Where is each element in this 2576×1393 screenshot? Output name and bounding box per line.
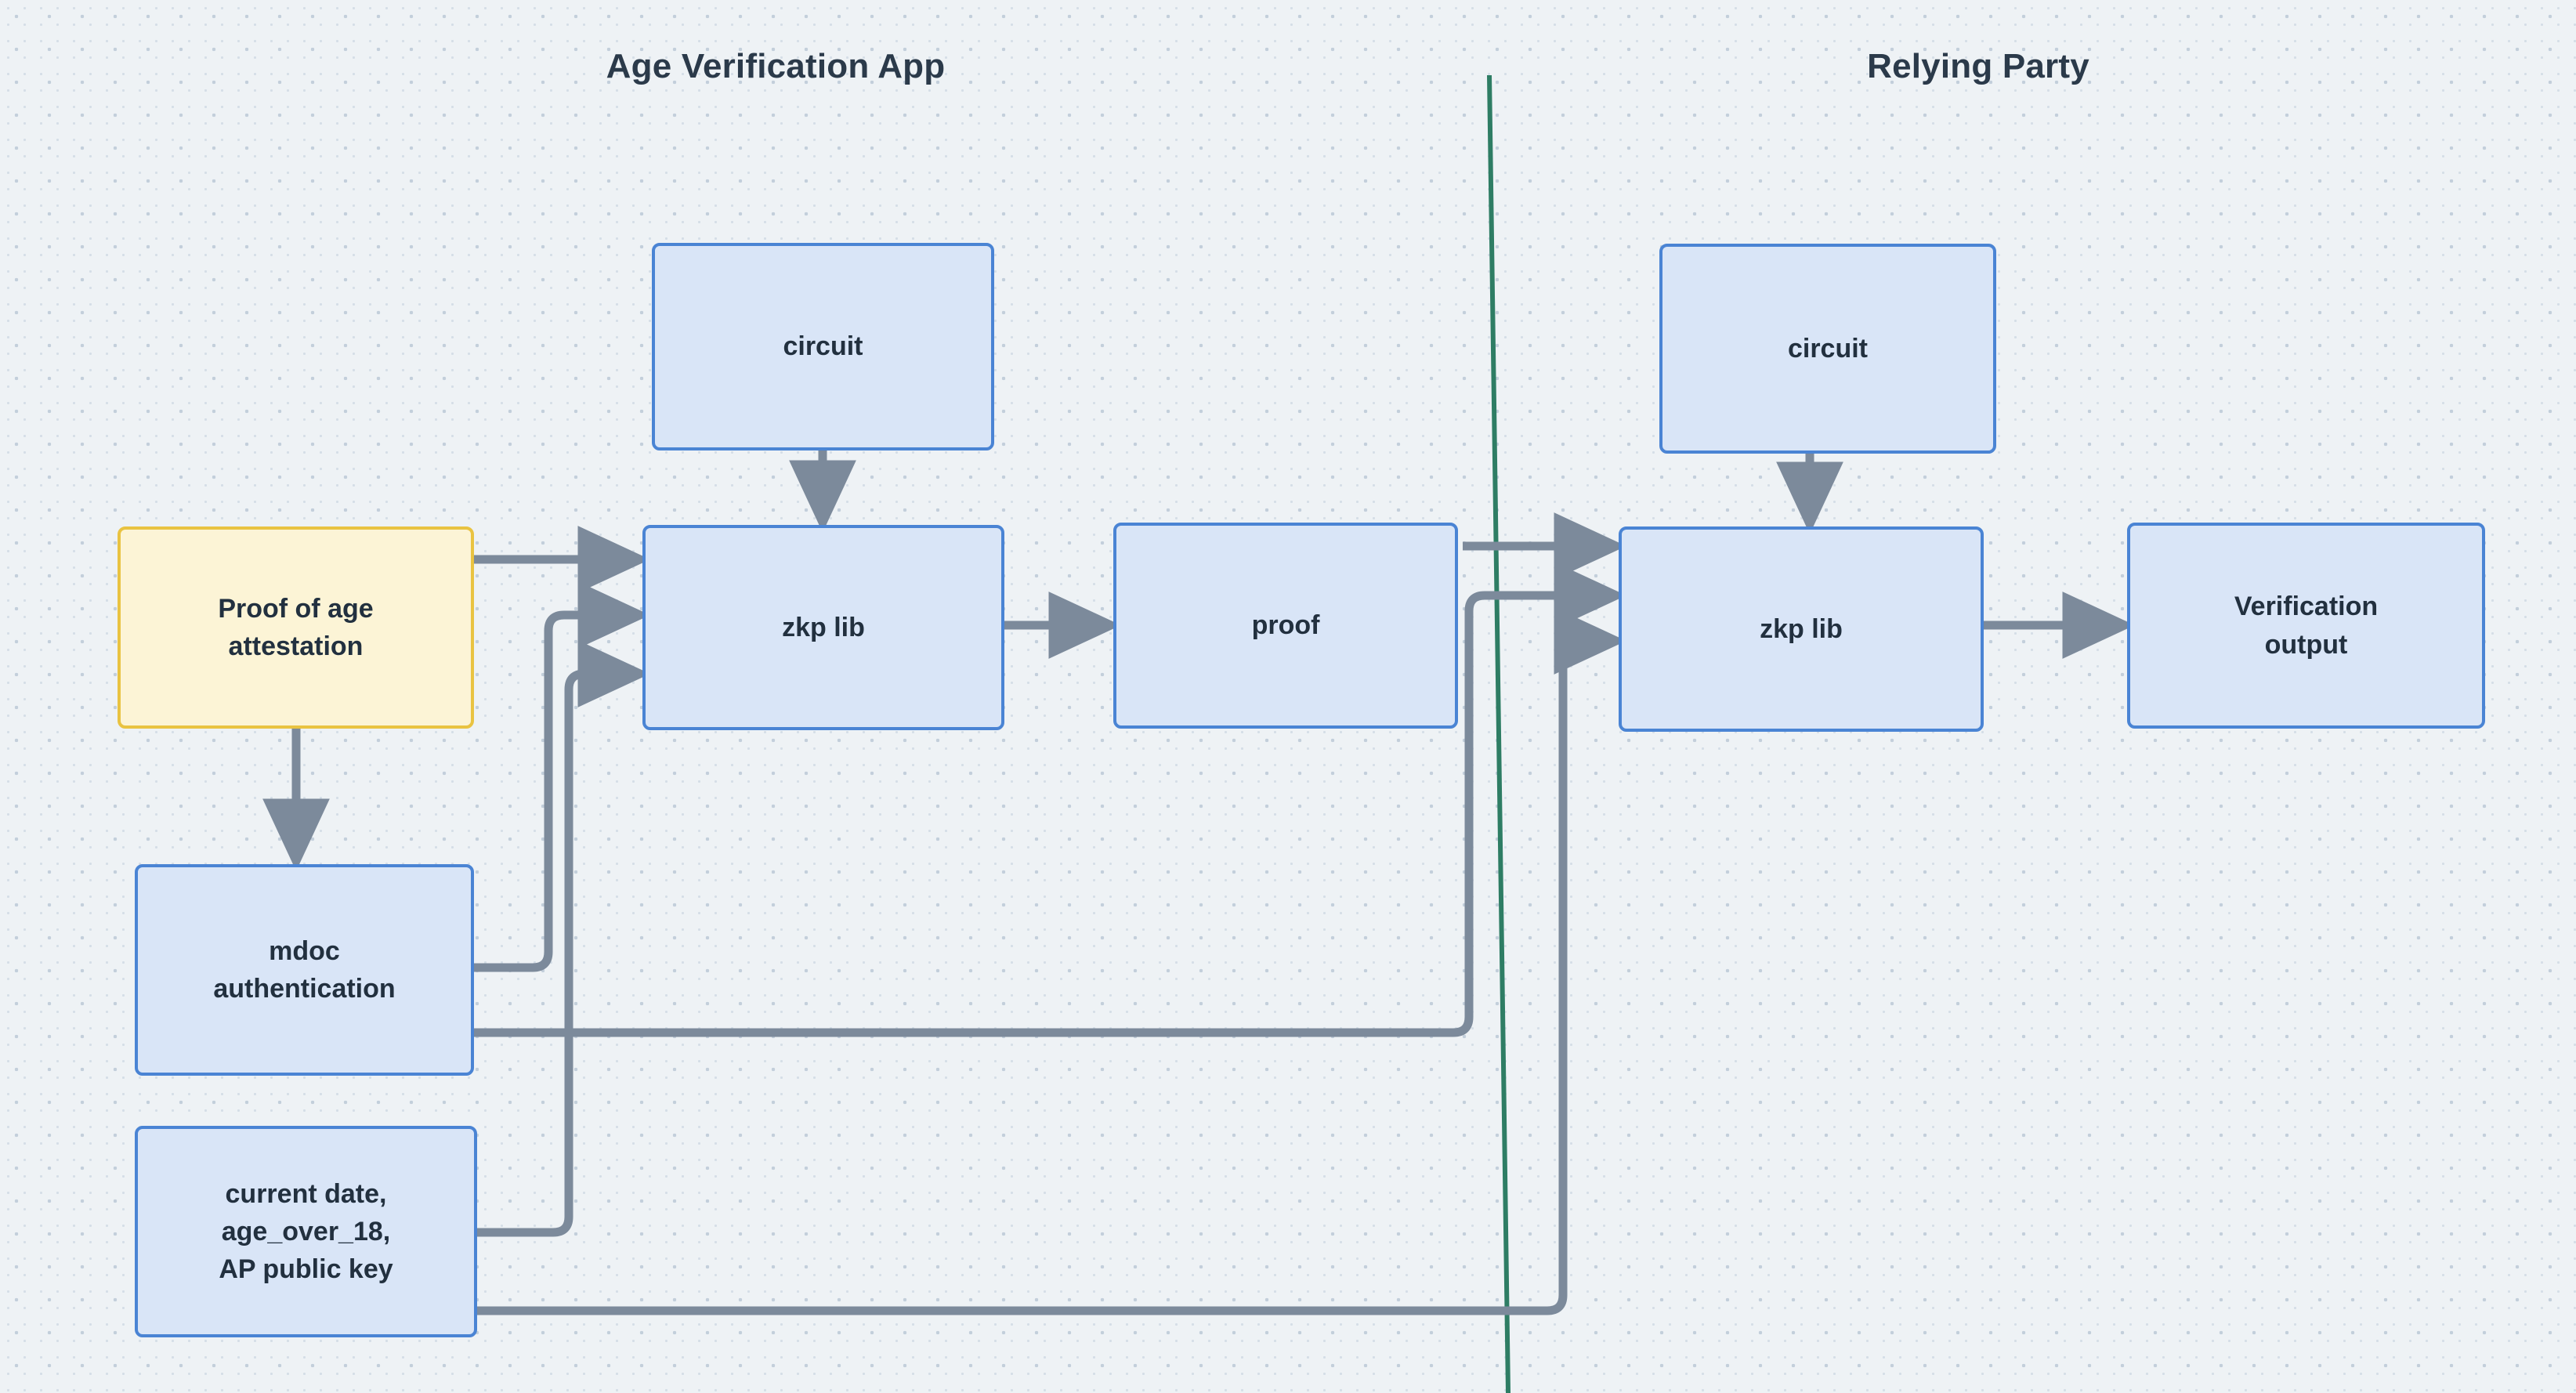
node-proof-label: proof <box>1251 610 1320 641</box>
node-public-inputs-label: current date,age_over_18,AP public key <box>219 1178 393 1285</box>
node-zkp-lib-left-label: zkp lib <box>782 612 865 642</box>
node-circuit-right-label: circuit <box>1787 333 1869 364</box>
node-circuit-right[interactable]: circuit <box>1659 244 1996 454</box>
node-zkp-lib-right-label: zkp lib <box>1760 613 1843 644</box>
lane-title-age-verification-app: Age Verification App <box>606 47 946 85</box>
lane-title-relying-party: Relying Party <box>1867 47 2089 85</box>
node-proof[interactable]: proof <box>1113 523 1458 729</box>
node-zkp-lib-right[interactable]: zkp lib <box>1619 526 1984 732</box>
node-public-inputs[interactable]: current date,age_over_18,AP public key <box>135 1126 477 1337</box>
node-zkp-lib-left[interactable]: zkp lib <box>642 525 1004 730</box>
node-circuit-left[interactable]: circuit <box>652 243 994 450</box>
node-circuit-left-label: circuit <box>783 331 863 362</box>
